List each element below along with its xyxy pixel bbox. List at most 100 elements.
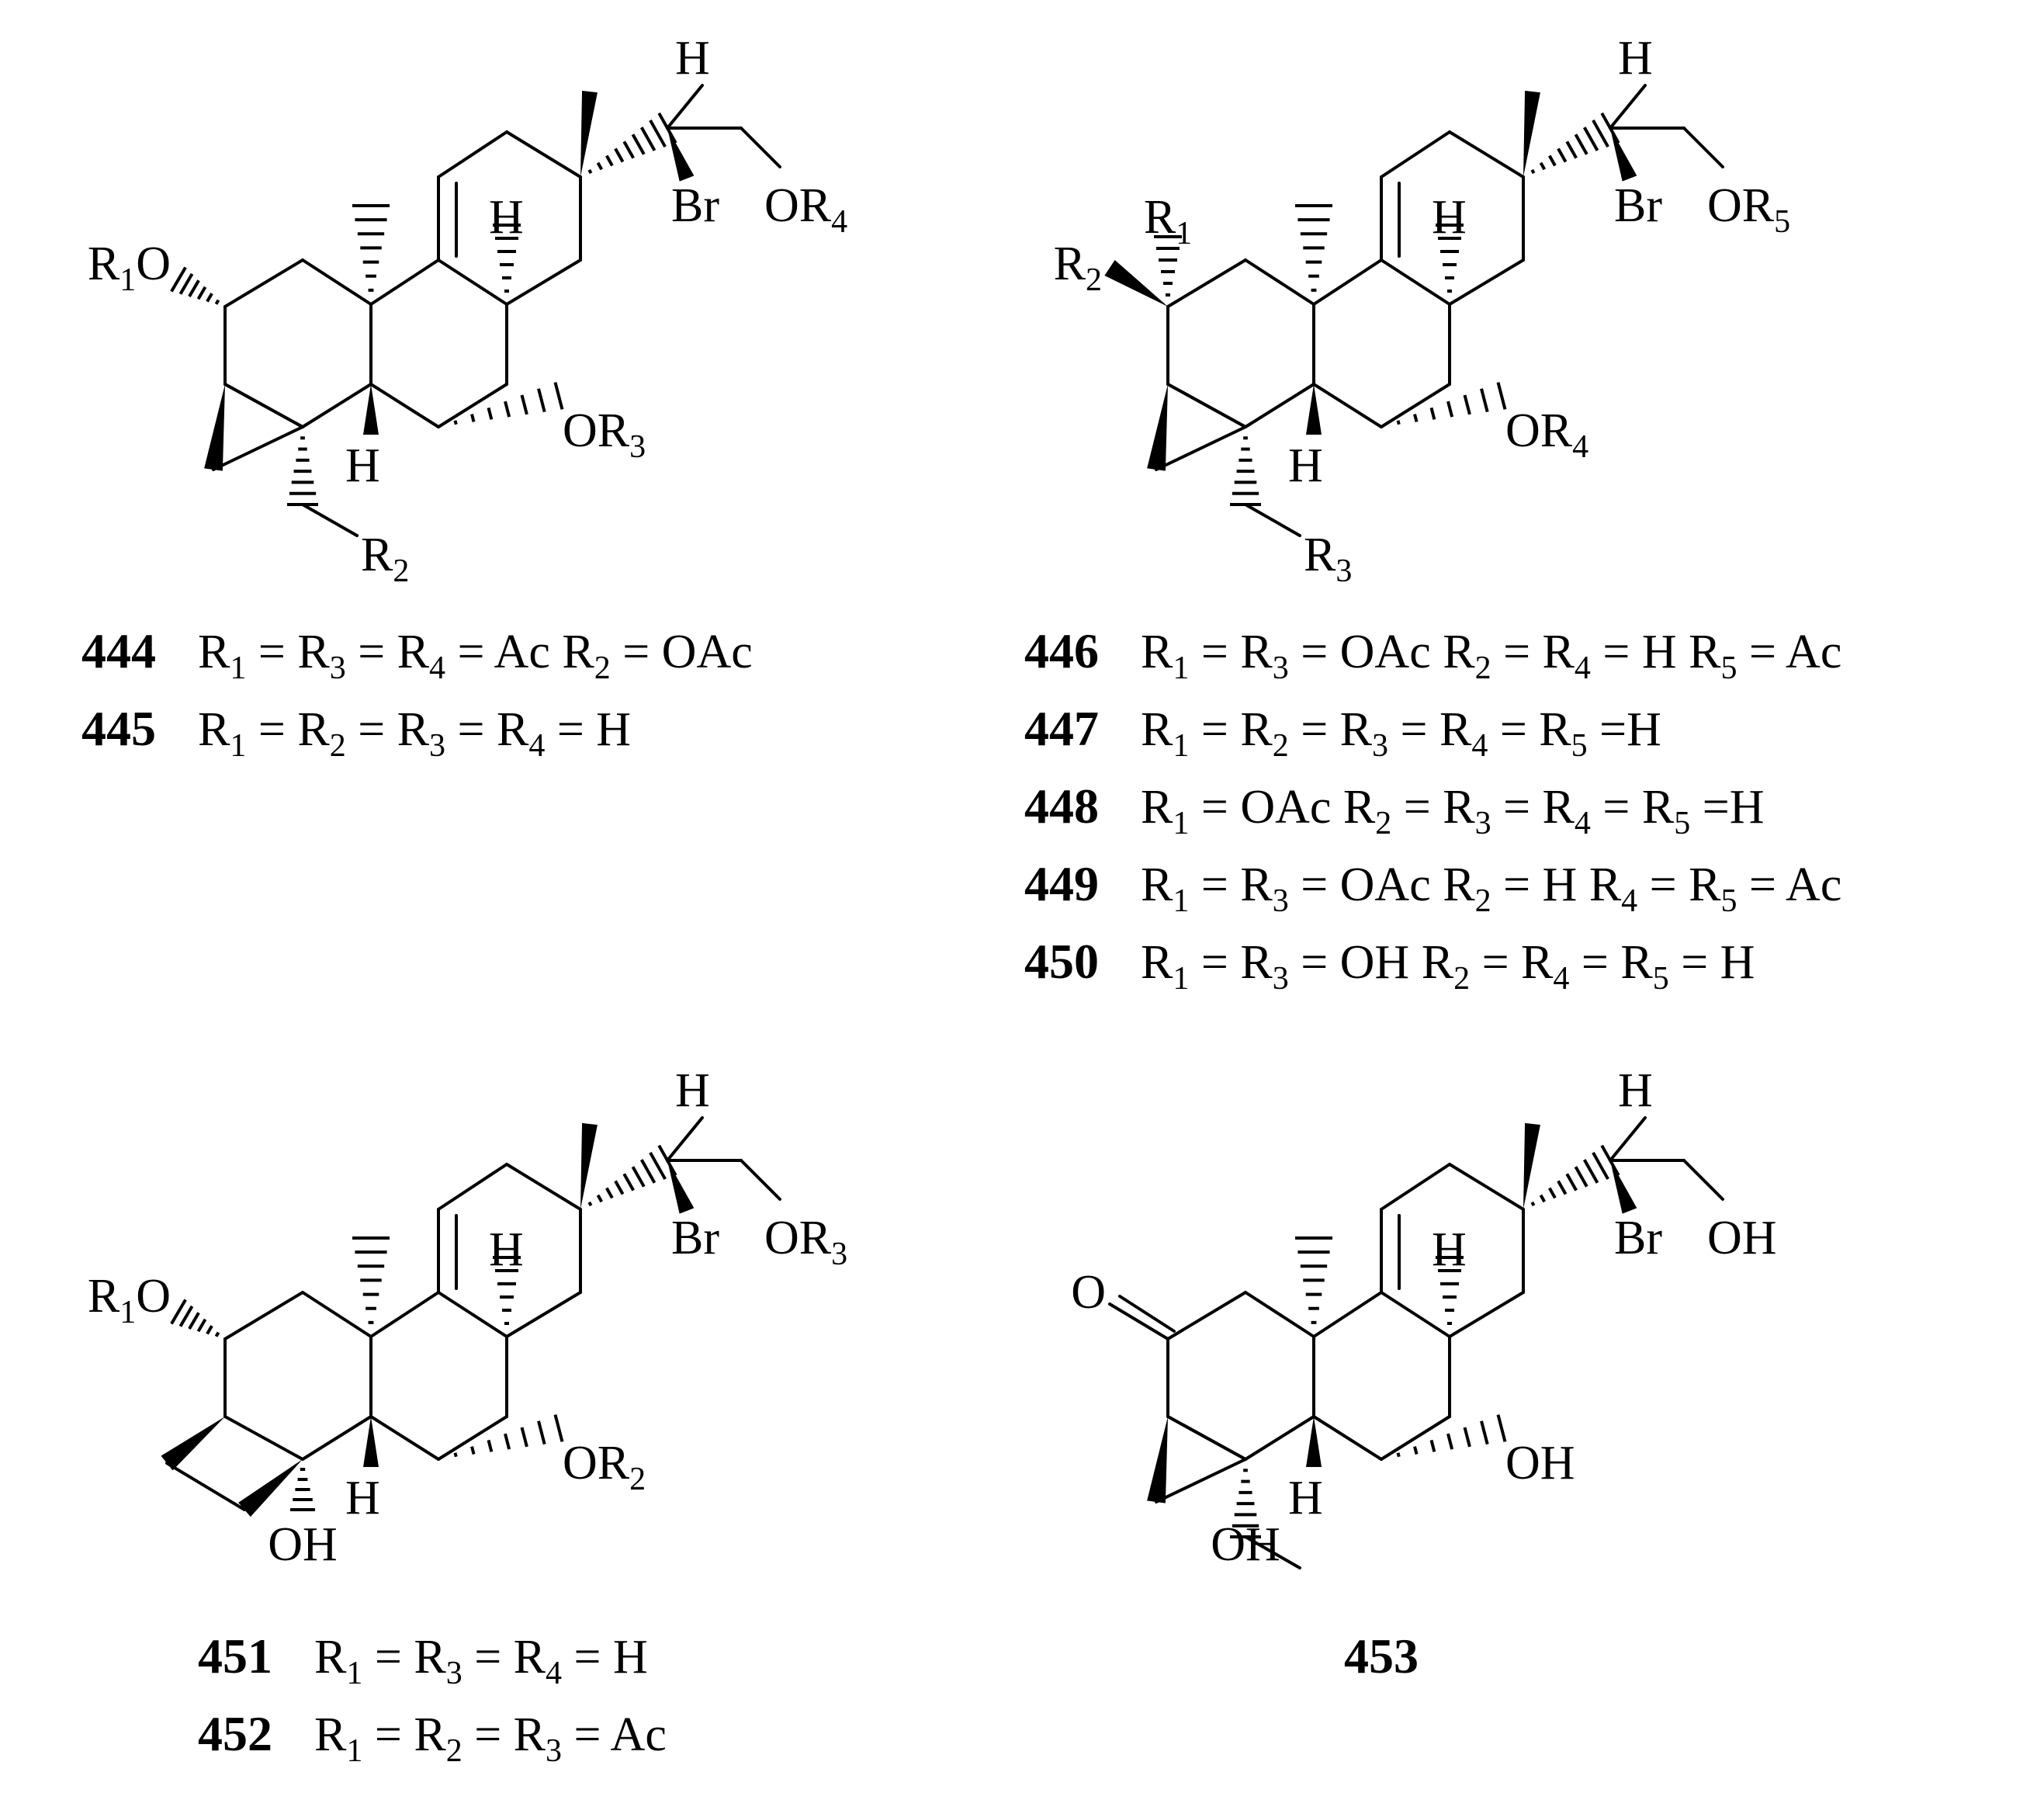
compound-id-450: 450	[1024, 934, 1099, 989]
br-wedge	[667, 128, 695, 182]
bond	[1244, 383, 1315, 428]
side-chain-hashed	[587, 1144, 677, 1207]
label-H_mid: H	[489, 191, 524, 244]
or-hashed	[1396, 1414, 1507, 1458]
ch2-hashed	[1230, 1469, 1261, 1538]
bond	[301, 1291, 372, 1338]
label-R_bot: R3​	[1304, 529, 1352, 589]
bond	[1609, 1116, 1647, 1162]
br-wedge	[667, 1160, 695, 1214]
bond	[1155, 1458, 1247, 1503]
or-hashed	[453, 1414, 564, 1458]
label-Br: Br	[671, 1212, 719, 1264]
compound-id-445: 445	[81, 701, 156, 756]
bond	[1312, 383, 1383, 428]
label-H_mid: H	[1432, 1223, 1467, 1276]
bond	[1166, 1291, 1247, 1340]
label-OR_top: OR5​	[1707, 179, 1790, 240]
compound-id-448: 448	[1024, 779, 1099, 834]
bond	[223, 383, 304, 428]
label-OR_left: R1​O	[88, 238, 171, 298]
label-H_top: H	[675, 32, 710, 85]
label-OR_top: OR3​	[764, 1212, 847, 1272]
br-wedge	[1610, 128, 1637, 182]
label-Br: Br	[1614, 1212, 1662, 1264]
compound-id-452: 452	[198, 1706, 272, 1761]
bond	[666, 1116, 704, 1162]
bond	[1108, 1302, 1169, 1340]
label-OH_top: OH	[1707, 1212, 1777, 1264]
bond	[1380, 258, 1451, 306]
bond	[1166, 1415, 1247, 1461]
methyl-wedge	[1523, 90, 1540, 177]
label-Br: Br	[671, 179, 719, 232]
compound-formula-451: R1​ = R3​ = R4​ = H	[314, 1631, 648, 1691]
label-O_left: O	[1071, 1266, 1106, 1319]
bond	[1448, 258, 1525, 306]
label-OR_right: OR4​	[1505, 404, 1588, 465]
bond	[1244, 1535, 1301, 1569]
bond	[369, 1291, 440, 1338]
bond	[1380, 383, 1451, 428]
bond	[1155, 425, 1247, 471]
bond	[437, 258, 508, 306]
bond	[1448, 1163, 1525, 1211]
compound-formula-446: R1​ = R3​ = OAc R2​ = R4​ = H R5​ = Ac	[1141, 626, 1841, 686]
br-wedge	[1610, 1160, 1637, 1214]
methyl-wedge	[580, 90, 598, 177]
label-H_bot: H	[1288, 1472, 1323, 1524]
cyclopropane-wedge	[204, 384, 225, 471]
h-hashed	[493, 1256, 521, 1325]
bond	[1380, 130, 1451, 179]
bond	[369, 1415, 440, 1461]
compound-id-453: 453	[1344, 1628, 1419, 1684]
compound-formula-450: R1​ = R3​ = OH R2​ = R4​ = R5​ = H	[1141, 936, 1755, 997]
bond	[505, 258, 582, 306]
methyl-wedge	[1523, 1122, 1540, 1209]
bond	[369, 383, 440, 428]
compound-id-444: 444	[81, 623, 156, 678]
label-H_bot: H	[1288, 439, 1323, 492]
methyl-hashed	[352, 204, 390, 292]
bond	[223, 1291, 304, 1340]
methyl-wedge	[580, 1122, 598, 1209]
or-hashed	[453, 382, 564, 425]
bond	[666, 84, 704, 130]
bond	[301, 383, 372, 428]
compound-id-447: 447	[1024, 701, 1099, 756]
bond	[1448, 130, 1525, 179]
label-OH_bot: OH	[1211, 1518, 1280, 1571]
bond	[369, 258, 440, 306]
h-wedge	[1306, 1417, 1322, 1467]
compound-formula-445: R1​ = R2​ = R3​ = R4​ = H	[198, 703, 631, 764]
label-OH_right: OH	[1505, 1437, 1575, 1490]
label-H_top: H	[1618, 1064, 1653, 1117]
bond	[505, 1291, 582, 1338]
label-OR_right: OR2​	[563, 1437, 646, 1497]
bond	[740, 127, 781, 168]
cyclobutane-wedge	[161, 1417, 225, 1471]
compound-formula-447: R1​ = R2​ = R3​ = R4​ = R5​ =H	[1141, 703, 1661, 764]
bond	[1448, 1291, 1525, 1338]
compound-formula-444: R1​ = R3​ = R4​ = Ac R2​ = OAc	[198, 626, 753, 686]
compound-formula-449: R1​ = R3​ = OAc R2​ = H R4​ = R5​ = Ac	[1141, 858, 1841, 919]
bond	[437, 1415, 508, 1461]
bond	[1682, 1159, 1724, 1201]
bond	[1312, 258, 1383, 306]
compound-formula-452: R1​ = R2​ = R3​ = Ac	[314, 1708, 667, 1769]
or-hashed	[1396, 382, 1507, 425]
methyl-hashed	[1295, 1236, 1332, 1324]
compound-formula-448: R1​ = OAc R2​ = R3​ = R4​ = R5​ =H	[1141, 781, 1764, 841]
methyl-hashed	[352, 1236, 390, 1324]
bond	[223, 258, 304, 308]
bond	[437, 1163, 508, 1211]
h-hashed	[1436, 1256, 1464, 1325]
label-R_left: R2​	[1054, 238, 1102, 298]
bond	[1380, 1415, 1451, 1461]
ch2-hashed	[1230, 436, 1261, 506]
label-OR_top: OR4​	[764, 179, 847, 240]
